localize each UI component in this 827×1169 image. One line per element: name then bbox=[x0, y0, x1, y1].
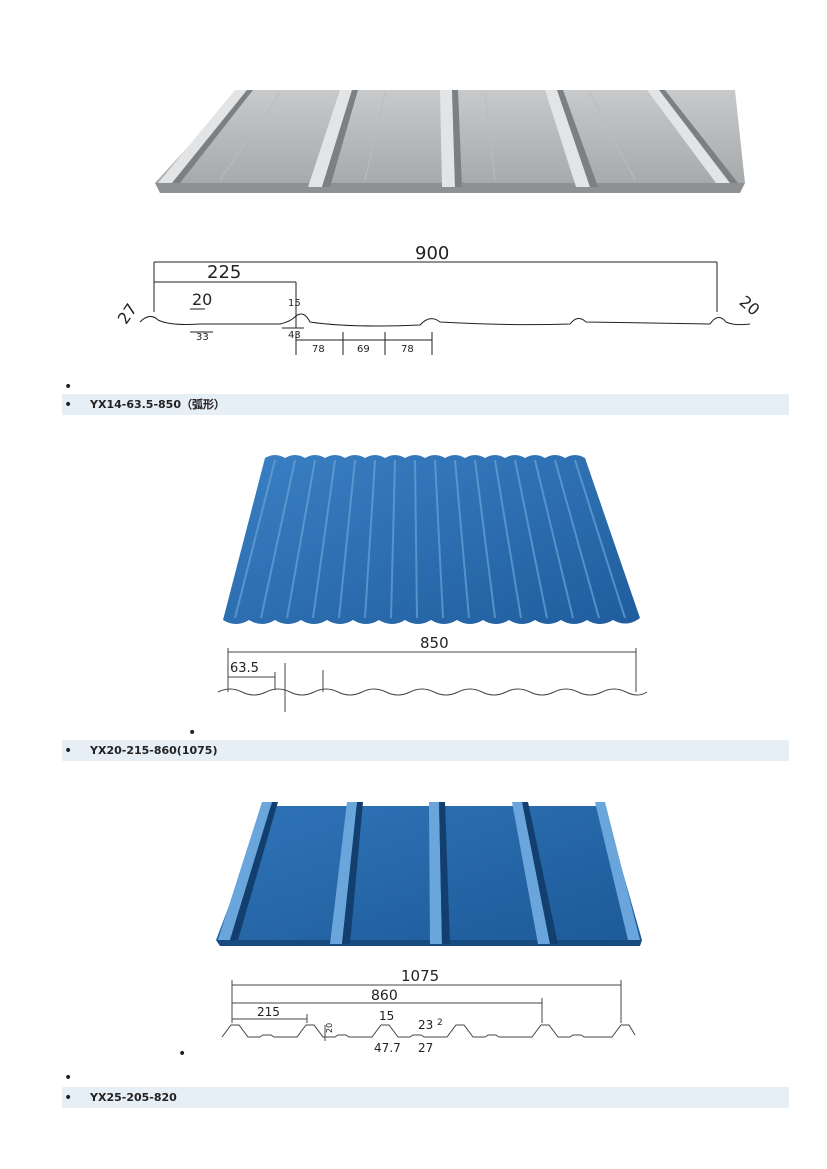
dim-78a: 78 bbox=[312, 344, 325, 355]
product-heading-yx25: YX25-205-820 bbox=[90, 1091, 177, 1104]
dim-33: 33 bbox=[196, 332, 209, 343]
bullet-empty-4: • bbox=[64, 1070, 73, 1086]
dim-860: 860 bbox=[371, 988, 398, 1004]
profile-drawing-850: 850 63.5 bbox=[217, 634, 648, 712]
bullet-1: • bbox=[64, 397, 73, 413]
product-heading-band-3 bbox=[62, 1087, 789, 1108]
dim-43: 43 bbox=[288, 330, 301, 341]
product-heading-band-1 bbox=[62, 394, 789, 415]
grey-roof-sheet-photo bbox=[155, 90, 745, 193]
blue-corrugated-sheet-photo bbox=[223, 455, 640, 624]
dim-63-5: 63.5 bbox=[230, 661, 259, 676]
product-heading-yx20: YX20-215-860(1075) bbox=[90, 744, 218, 757]
dim-47-7: 47.7 bbox=[374, 1041, 401, 1055]
dim-15-top: 15 bbox=[379, 1009, 394, 1023]
bullet-empty-1: • bbox=[64, 379, 73, 395]
bullet-3: • bbox=[64, 1090, 73, 1106]
bullet-empty-3: • bbox=[178, 1046, 187, 1062]
blue-trapezoid-sheet-photo bbox=[216, 802, 642, 946]
dim-1075: 1075 bbox=[401, 967, 439, 985]
dim-27-bottom: 27 bbox=[418, 1041, 433, 1055]
dim-20: 20 bbox=[192, 290, 212, 309]
profile-drawing-1075: 1075 860 215 20 15 23 2 47.7 27 bbox=[221, 967, 636, 1055]
dim-20-height: 20 bbox=[325, 1023, 334, 1033]
dim-225: 225 bbox=[207, 262, 241, 283]
dim-27: 27 bbox=[114, 300, 141, 328]
dim-69: 69 bbox=[357, 344, 370, 355]
dim-20-right: 20 bbox=[736, 292, 764, 320]
dim-850: 850 bbox=[420, 634, 449, 652]
product-heading-yx14: YX14-63.5-850（弧形） bbox=[90, 398, 225, 411]
dim-215: 215 bbox=[257, 1005, 280, 1019]
bullet-2: • bbox=[64, 743, 73, 759]
bullet-empty-2: • bbox=[188, 725, 197, 741]
dim-15: 15 bbox=[288, 298, 301, 309]
dim-900: 900 bbox=[415, 243, 449, 264]
dim-23: 23 bbox=[418, 1018, 433, 1032]
profile-drawing-900: 900 225 20 15 33 43 78 69 78 27 20 bbox=[114, 243, 764, 355]
dim-2: 2 bbox=[437, 1018, 443, 1028]
product-heading-band-2 bbox=[62, 740, 789, 761]
dim-78b: 78 bbox=[401, 344, 414, 355]
